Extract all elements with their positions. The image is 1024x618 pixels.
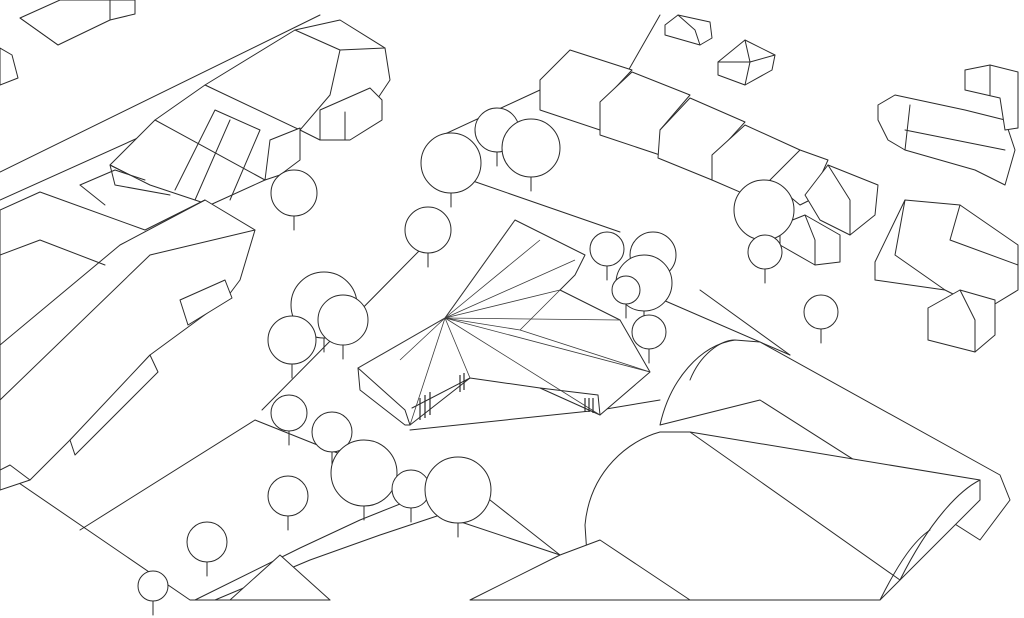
tree [317, 294, 369, 360]
tree-canopy [270, 394, 308, 432]
tree-canopy [317, 294, 369, 346]
tree [270, 169, 318, 231]
building-upper-left-complex [109, 19, 391, 206]
tree [330, 439, 398, 521]
tree [747, 234, 783, 284]
tree-canopy [589, 231, 625, 267]
tree-canopy [404, 206, 452, 254]
tree-canopy [803, 294, 839, 330]
roof-fold-lines [357, 219, 651, 426]
tree-canopy [137, 570, 169, 602]
tree [311, 411, 353, 467]
tree [404, 206, 452, 268]
tree-canopy [186, 521, 228, 563]
tree [186, 521, 228, 577]
tree [501, 118, 561, 192]
tree [589, 231, 625, 281]
tree-canopy [391, 469, 431, 509]
tree-canopy [733, 179, 795, 241]
building-lower-center [469, 539, 691, 601]
tree [137, 570, 169, 616]
tree-canopy [267, 315, 317, 365]
house-top-1 [664, 14, 713, 46]
main-building-folded-roof [357, 219, 651, 426]
tree-canopy [267, 475, 309, 517]
window-hatching [419, 373, 594, 420]
building-long-left [0, 169, 256, 491]
tree [611, 275, 641, 319]
tree [270, 394, 308, 446]
tree-canopy [747, 234, 783, 270]
tree-canopy [330, 439, 398, 507]
tree-canopy [270, 169, 318, 217]
trees [137, 107, 839, 616]
tree [267, 475, 309, 531]
building-top-left-small [19, 0, 136, 46]
building-edge-left [0, 47, 19, 86]
tree [631, 314, 667, 364]
tree-canopy [631, 314, 667, 350]
tree [267, 315, 317, 379]
tree [420, 132, 482, 208]
house-top-2 [717, 39, 776, 86]
building-vaulted-lower [584, 431, 981, 601]
row-houses-upper [539, 49, 879, 266]
tree [803, 294, 839, 344]
tree-canopy [501, 118, 561, 178]
tree [424, 456, 492, 538]
tree [391, 469, 431, 523]
tree-canopy [424, 456, 492, 524]
tree-canopy [611, 275, 641, 305]
tree-canopy [311, 411, 353, 453]
tree-canopy [420, 132, 482, 194]
building-lower-left [229, 554, 331, 601]
houses-right [874, 64, 1019, 353]
